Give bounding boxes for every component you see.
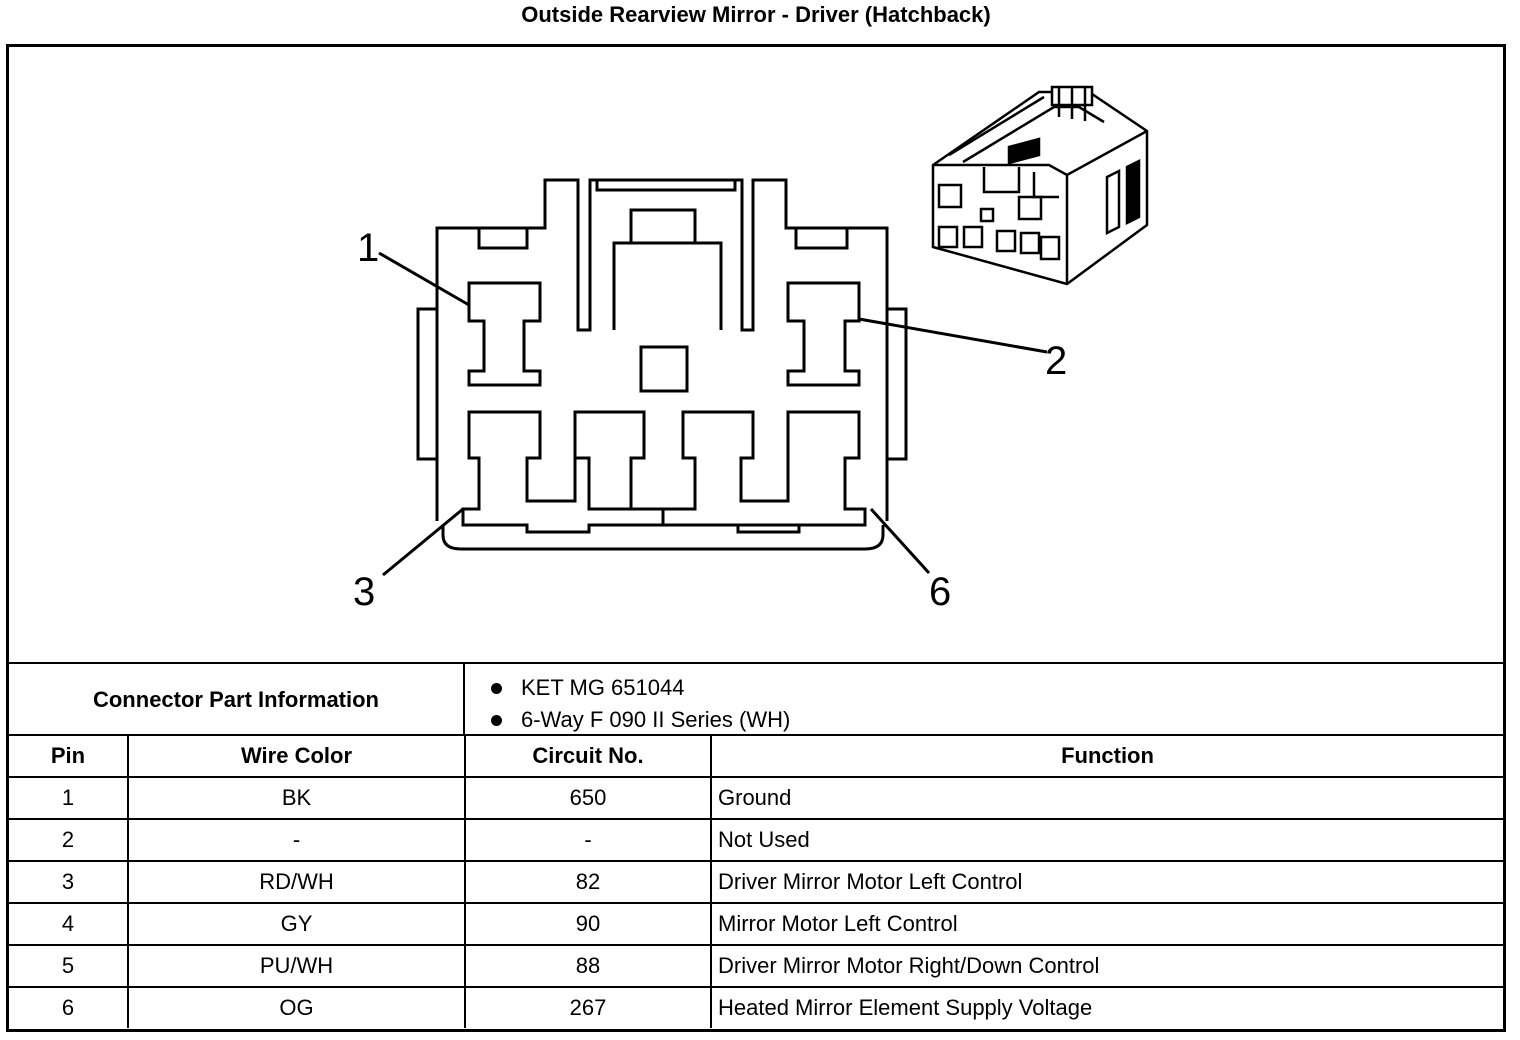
leader-line-2 [858,317,1048,354]
cavity-1 [467,281,542,387]
diagram-title: Outside Rearview Mirror - Driver (Hatchb… [521,2,991,27]
connector-latch [595,180,737,192]
leader-line-1 [378,251,470,307]
header-circuit-no: Circuit No. [464,736,712,778]
cell-wire-color: GY [127,902,466,946]
pin-table: Pin Wire Color Circuit No. Function 1 BK… [9,736,1503,1028]
cell-circuit-no: 82 [464,860,712,904]
diagram-frame [6,44,1506,1032]
cell-pin: 3 [9,860,129,904]
bullet-icon [491,683,502,694]
cell-pin: 5 [9,944,129,988]
bullet-icon [491,715,502,726]
table-row: 1 BK 650 Ground [9,776,1503,820]
cavity-2 [786,281,861,387]
header-function: Function [710,736,1503,778]
table-row: 6 OG 267 Heated Mirror Element Supply Vo… [9,986,1503,1028]
pin-label-2: 2 [1045,339,1067,383]
cell-function: Mirror Motor Left Control [710,902,1503,946]
connector-base [441,525,885,551]
part-info-text: 6-Way F 090 II Series (WH) [521,707,791,732]
table-row: 3 RD/WH 82 Driver Mirror Motor Left Cont… [9,860,1503,904]
pin-label-3: 3 [353,570,375,614]
table-row: 4 GY 90 Mirror Motor Left Control [9,902,1503,946]
part-info-text: KET MG 651044 [521,675,685,700]
cell-pin: 1 [9,776,129,820]
table-row: 2 - - Not Used [9,818,1503,862]
cell-wire-color: OG [127,986,466,1028]
latch-window [629,208,697,245]
cell-wire-color: RD/WH [127,860,466,904]
cell-wire-color: PU/WH [127,944,466,988]
cell-function: Driver Mirror Motor Left Control [710,860,1503,904]
cell-wire-color: BK [127,776,466,820]
center-key [639,345,689,393]
cell-circuit-no: 267 [464,986,712,1028]
header-wire-color: Wire Color [127,736,466,778]
cell-circuit-no: - [464,818,712,862]
table-header-row: Pin Wire Color Circuit No. Function [9,736,1503,778]
connector-part-info: Connector Part Information KET MG 651044… [9,662,1503,736]
pin-label-1: 1 [357,226,379,270]
cell-pin: 6 [9,986,129,1028]
cell-circuit-no: 90 [464,902,712,946]
leader-line-6 [869,507,931,575]
cell-function: Heated Mirror Element Supply Voltage [710,986,1503,1028]
cell-wire-color: - [127,818,466,862]
part-info-list: KET MG 651044 6-Way F 090 II Series (WH) [487,672,790,736]
part-info-item: 6-Way F 090 II Series (WH) [487,704,790,736]
leader-line-3 [382,507,464,577]
connector-3d-view [931,85,1149,286]
table-row: 5 PU/WH 88 Driver Mirror Motor Right/Dow… [9,944,1503,988]
part-info-item: KET MG 651044 [487,672,790,704]
cell-circuit-no: 88 [464,944,712,988]
connector-diagram: 1 2 3 6 [9,47,1503,661]
connector-face-outline [435,178,889,521]
part-info-label: Connector Part Information [9,664,465,736]
cavity-row-bottom [461,410,867,534]
cell-function: Driver Mirror Motor Right/Down Control [710,944,1503,988]
cell-pin: 4 [9,902,129,946]
cell-function: Ground [710,776,1503,820]
cell-function: Not Used [710,818,1503,862]
cell-pin: 2 [9,818,129,862]
header-pin: Pin [9,736,129,778]
pin-label-6: 6 [929,570,951,614]
cell-circuit-no: 650 [464,776,712,820]
